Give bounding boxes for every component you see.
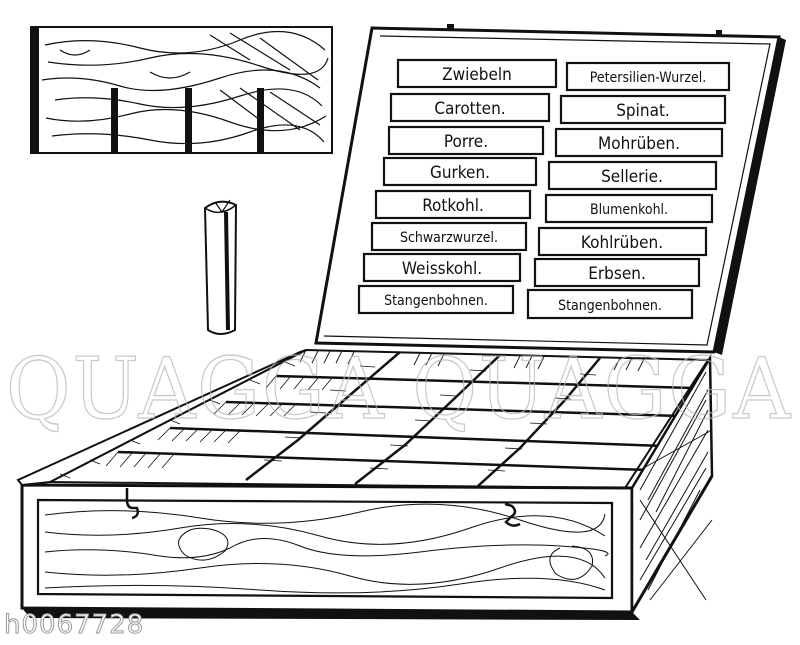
label-text: Rotkohl.: [422, 196, 484, 216]
label-text: Erbsen.: [588, 264, 646, 284]
label-text: Spinat.: [616, 101, 670, 121]
label-plate-left-7: Weisskohl.: [362, 252, 522, 283]
label-plate-right-2: Spinat.: [559, 94, 727, 125]
label-plate-right-5: Blumenkohl.: [544, 193, 714, 224]
label-plate-right-1: Petersilien-Wurzel.: [565, 61, 731, 92]
lid-labels-left: Zwiebeln Carotten. Porre. Gurken. Rotkoh…: [357, 58, 558, 315]
label-text: Stangenbohnen.: [384, 293, 488, 309]
label-text: Weisskohl.: [402, 259, 482, 279]
label-text: Blumenkohl.: [590, 202, 668, 218]
slotted-wood-strip: [30, 26, 333, 154]
label-plate-right-3: Mohrüben.: [554, 127, 724, 158]
label-text: Mohrüben.: [598, 134, 680, 154]
wooden-peg: [203, 199, 238, 335]
watermark-text: QUAGGA QUAGGA: [6, 340, 792, 438]
label-text: Carotten.: [434, 99, 505, 119]
lid-labels-right: Petersilien-Wurzel. Spinat. Mohrüben. Se…: [526, 61, 731, 320]
latch-left: [125, 488, 140, 520]
label-text: Zwiebeln: [442, 65, 512, 85]
label-plate-left-1: Zwiebeln: [396, 58, 558, 89]
label-text: Kohlrüben.: [581, 233, 663, 253]
label-plate-left-8: Stangenbohnen.: [357, 284, 515, 315]
label-text: Schwarzwurzel.: [400, 230, 498, 246]
label-plate-right-7: Erbsen.: [533, 257, 701, 288]
label-plate-left-2: Carotten.: [389, 92, 551, 123]
label-plate-left-5: Rotkohl.: [374, 189, 532, 220]
image-id-label: h0067728: [3, 610, 145, 641]
label-plate-left-4: Gurken.: [382, 156, 538, 187]
label-text: Petersilien-Wurzel.: [590, 70, 706, 86]
latch-right: [504, 502, 521, 527]
label-plate-right-4: Sellerie.: [547, 160, 718, 191]
label-plate-left-3: Porre.: [387, 125, 545, 156]
label-text: Sellerie.: [601, 167, 663, 187]
label-text: Porre.: [444, 132, 488, 152]
label-plate-left-6: Schwarzwurzel.: [370, 221, 528, 252]
box-body: [16, 348, 714, 620]
label-text: Gurken.: [430, 163, 490, 183]
label-text: Stangenbohnen.: [558, 298, 662, 314]
label-plate-right-8: Stangenbohnen.: [526, 288, 694, 320]
watermark: QUAGGA QUAGGA: [5, 339, 792, 438]
label-plate-right-6: Kohlrüben.: [537, 226, 708, 257]
